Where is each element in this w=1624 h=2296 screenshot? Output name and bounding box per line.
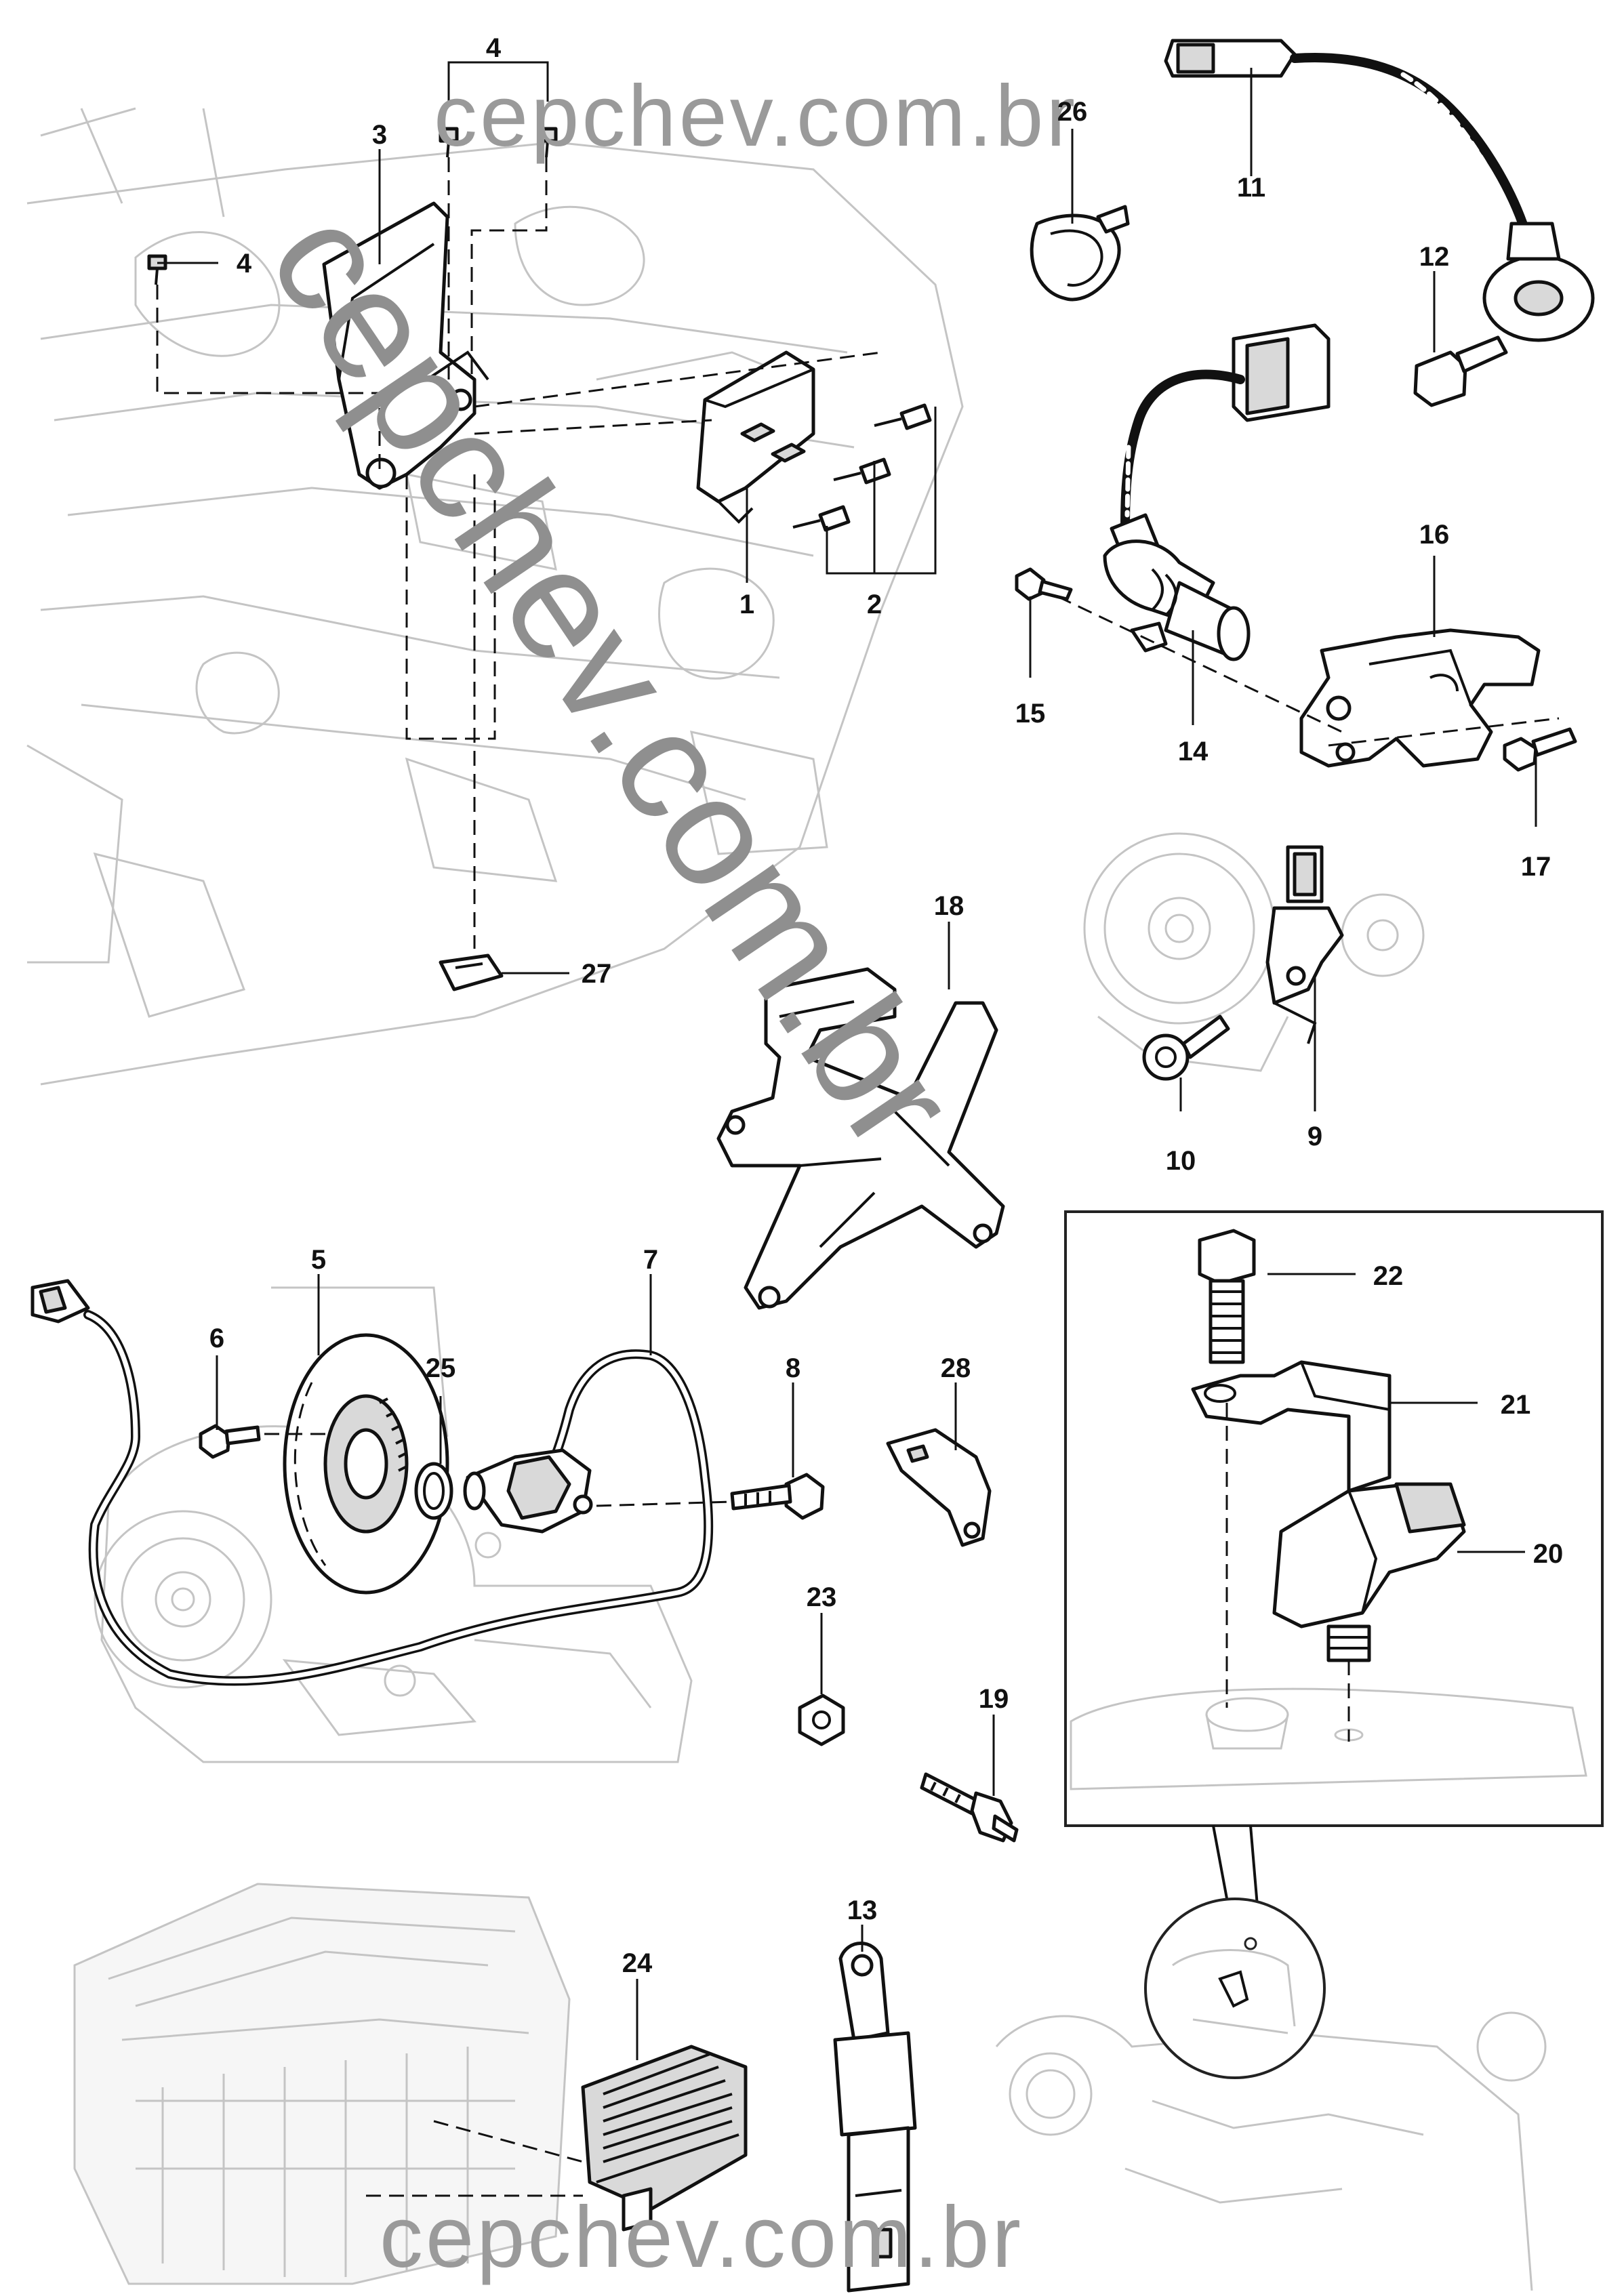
cable-clip xyxy=(1030,205,1130,302)
vehicle-speed-sensor xyxy=(31,1279,714,1686)
knock-sensor xyxy=(1164,39,1595,342)
callout-22: 22 xyxy=(1373,1261,1404,1291)
crankshaft-sensor-bracket xyxy=(1299,628,1541,768)
crankshaft-position-sensor xyxy=(1103,323,1331,661)
background-fusebox-sketch xyxy=(73,1883,571,2285)
speed-sensor-bolt xyxy=(730,1473,825,1520)
watermark-diagonal: cepchev.com.br xyxy=(237,179,990,1178)
callout-19: 19 xyxy=(979,1684,1009,1714)
callout-12: 12 xyxy=(1419,242,1450,272)
callout-18: 18 xyxy=(934,891,965,921)
callout-11: 11 xyxy=(1237,173,1265,203)
callout-4-top: 4 xyxy=(486,33,502,63)
callout-5: 5 xyxy=(311,1245,326,1275)
background-throttle-body-sketch xyxy=(995,2011,1547,2291)
assembly-lines-speed-sensor xyxy=(264,1433,733,1507)
hex-nut xyxy=(798,1694,845,1746)
callout-10: 10 xyxy=(1166,1146,1196,1176)
watermark-bottom: cepchev.com.br xyxy=(380,2189,1023,2286)
leader-lines xyxy=(157,61,1537,2060)
callout-14: 14 xyxy=(1178,737,1209,766)
assembly-lines-crank xyxy=(1057,595,1560,747)
map-sensor xyxy=(1272,1482,1466,1662)
map-sensor-bracket xyxy=(1191,1360,1392,1493)
knock-sensor-bolt xyxy=(1413,335,1508,407)
callout-8: 8 xyxy=(786,1353,800,1383)
watermark-top: cepchev.com.br xyxy=(434,68,1078,165)
callout-15: 15 xyxy=(1015,699,1046,729)
map-sensor-bolt xyxy=(1198,1229,1256,1364)
callout-17: 17 xyxy=(1521,852,1551,882)
bracket-bolt xyxy=(1503,727,1577,772)
callout-23: 23 xyxy=(807,1582,837,1612)
assembly-lines-ignition xyxy=(156,157,937,949)
ignition-module xyxy=(696,350,815,524)
sensor-support-plate xyxy=(886,1428,992,1547)
background-engine-bay-sketch xyxy=(26,107,964,1086)
camshaft-sensor-small xyxy=(1265,845,1344,1044)
ignition-module-bracket xyxy=(322,201,489,490)
assembly-lines-map xyxy=(1225,1403,1350,1742)
callout-16: 16 xyxy=(1419,520,1450,550)
oxygen-sensor-connector xyxy=(833,1942,917,2293)
callout-20: 20 xyxy=(1533,1539,1564,1569)
relay-module xyxy=(581,2045,748,2232)
callout-28: 28 xyxy=(941,1353,971,1383)
callout-numbers: 1 2 3 4 4 5 6 7 8 9 10 11 12 13 14 15 16… xyxy=(209,33,1563,1978)
callout-25: 25 xyxy=(426,1353,456,1383)
map-sensor-inset-frame xyxy=(1064,1210,1604,2079)
clip-nut xyxy=(439,954,504,991)
camshaft-sensor-screw xyxy=(1142,1014,1230,1081)
sensor-bolt xyxy=(1015,567,1073,601)
callout-1: 1 xyxy=(739,590,754,619)
callout-3: 3 xyxy=(372,120,387,150)
callout-7: 7 xyxy=(643,1245,658,1275)
temperature-sender xyxy=(920,1772,1019,1843)
callout-13: 13 xyxy=(847,1895,878,1925)
shield-bolt xyxy=(199,1424,261,1459)
callout-27: 27 xyxy=(582,959,612,989)
callout-21: 21 xyxy=(1501,1390,1531,1420)
callout-6: 6 xyxy=(209,1324,224,1353)
callout-24: 24 xyxy=(622,1948,653,1978)
module-screws xyxy=(792,403,932,532)
assembly-lines-relay xyxy=(366,2120,584,2197)
background-camshaft-pulley-sketch xyxy=(1083,832,1425,1072)
harness-bracket xyxy=(716,967,1005,1310)
callout-2: 2 xyxy=(867,590,882,619)
speed-sensor-shield xyxy=(283,1333,449,1595)
callout-26: 26 xyxy=(1057,97,1088,127)
callout-9: 9 xyxy=(1307,1122,1322,1151)
callout-4-left: 4 xyxy=(237,249,252,279)
background-map-sensor-mount-sketch xyxy=(1070,1687,1587,1790)
o-ring xyxy=(414,1462,453,1520)
